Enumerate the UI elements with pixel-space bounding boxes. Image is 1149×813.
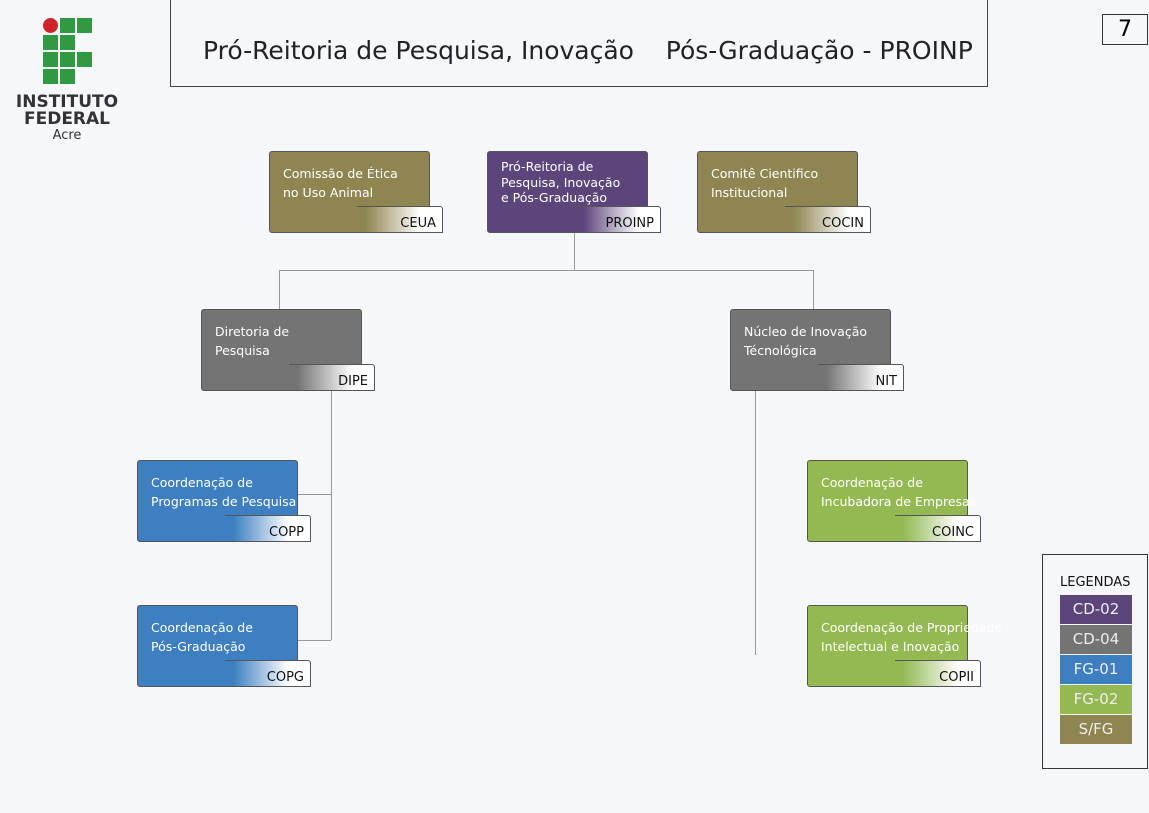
- unit-acronym: COCIN: [785, 206, 871, 233]
- unit-acronym: PROINP: [575, 206, 661, 233]
- connector: [331, 390, 332, 640]
- legend-item-fg02: FG-02: [1060, 685, 1132, 714]
- unit-name: Coordenação de Incubadora de Empresas: [821, 475, 977, 509]
- legend-item-fg01: FG-01: [1060, 655, 1132, 684]
- unit-name: Coordenação de Propriedade Intelectual e…: [821, 620, 1003, 654]
- connector: [279, 270, 814, 271]
- unit-acronym: COPII: [895, 660, 981, 687]
- logo-red-circle-icon: [43, 18, 58, 33]
- logo-text: INSTITUTO: [15, 92, 119, 112]
- unit-name: Comissão de Ética no Uso Animal: [283, 166, 398, 200]
- unit-name: Pró-Reitoria de Pesquisa, Inovação e Pós…: [501, 159, 621, 205]
- page-title: Pró-Reitoria de Pesquisa, Inovação Pós-G…: [203, 36, 973, 65]
- connector: [279, 270, 280, 309]
- connector: [298, 494, 331, 495]
- logo-square-icon: [43, 69, 58, 84]
- unit-name: Comitê Cientifico Institucional: [711, 166, 819, 200]
- logo-text: FEDERAL: [23, 109, 111, 129]
- connector: [813, 270, 814, 309]
- logo-square-icon: [43, 52, 58, 67]
- connector: [298, 640, 331, 641]
- title-box: Pró-Reitoria de Pesquisa, Inovação Pós-G…: [170, 0, 988, 87]
- unit-name: Coordenação de Programas de Pesquisa: [151, 475, 297, 509]
- logo-square-icon: [60, 18, 75, 33]
- unit-acronym: COINC: [895, 515, 981, 542]
- connector: [574, 232, 575, 270]
- logo-text: Acre: [52, 128, 82, 143]
- logo-square-icon: [60, 69, 75, 84]
- legend-item-sfg: S/FG: [1060, 715, 1132, 744]
- unit-acronym: CEUA: [357, 206, 443, 233]
- unit-acronym: COPG: [225, 660, 311, 687]
- unit-acronym: COPP: [225, 515, 311, 542]
- ifac-logo: INSTITUTO FEDERAL Acre: [0, 0, 134, 150]
- logo-square-icon: [77, 52, 92, 67]
- logo-square-icon: [60, 35, 75, 50]
- unit-acronym: NIT: [818, 364, 904, 391]
- unit-box-copii: Coordenação de Propriedade Intelectual e…: [807, 605, 1003, 687]
- legend: LEGENDAS CD-02 CD-04 FG-01 FG-02 S/FG: [1042, 554, 1148, 769]
- unit-name: Núcleo de Inovação Técnológica: [744, 324, 868, 358]
- unit-name: Diretoria de Pesquisa: [215, 324, 290, 358]
- connector: [755, 390, 756, 655]
- unit-name: Coordenação de Pós-Graduação: [151, 620, 253, 654]
- page-number: 7: [1102, 14, 1148, 45]
- logo-square-icon: [77, 18, 92, 33]
- unit-acronym: DIPE: [289, 364, 375, 391]
- logo-square-icon: [60, 52, 75, 67]
- legend-title: LEGENDAS: [1060, 575, 1131, 590]
- legend-item-cd02: CD-02: [1060, 595, 1132, 624]
- logo-square-icon: [43, 35, 58, 50]
- legend-item-cd04: CD-04: [1060, 625, 1132, 654]
